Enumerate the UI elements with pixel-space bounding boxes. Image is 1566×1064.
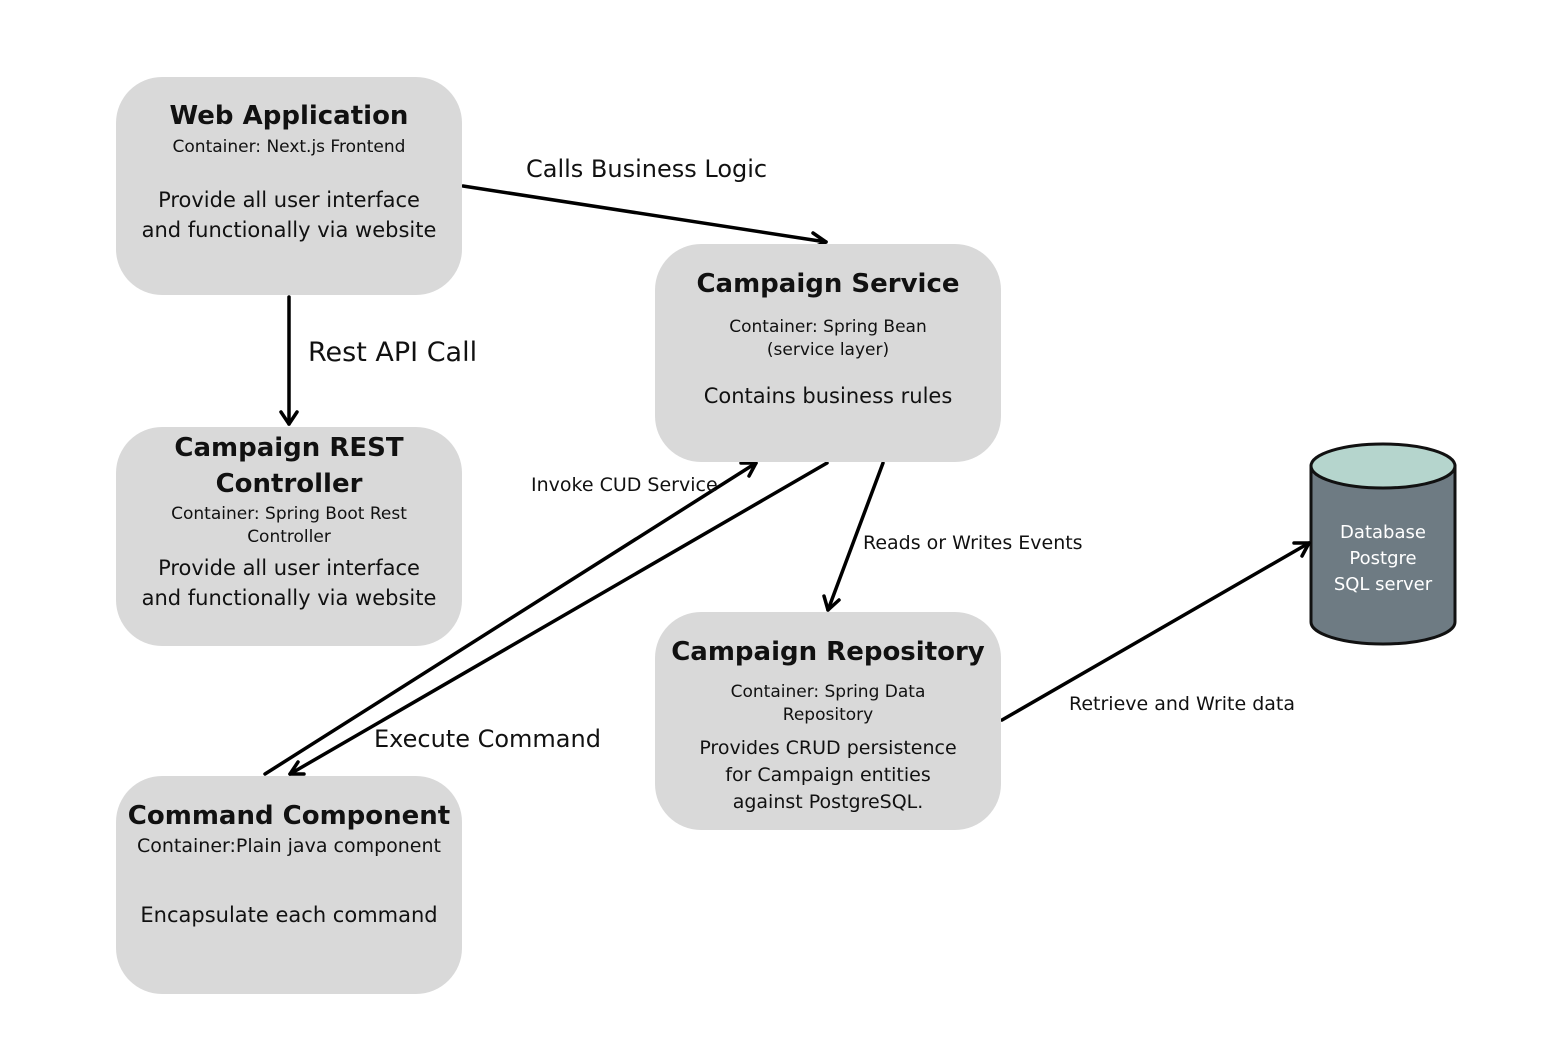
label-execute-command: Execute Command <box>374 725 601 753</box>
arrowhead-rest-api-call <box>279 410 299 426</box>
command-component-container: Container:Plain java component <box>137 835 441 857</box>
database-top <box>1309 442 1457 490</box>
command-component-title: Command Component <box>127 801 451 831</box>
campaign-service-node[interactable]: Campaign Service Container: Spring Bean … <box>655 244 1001 462</box>
arrow-execute-command <box>288 461 829 776</box>
label-invoke-cud-service: Invoke CUD Service <box>531 474 718 496</box>
arrow-invoke-cud-service <box>263 461 758 776</box>
campaign-repository-title: Campaign Repository <box>671 637 985 667</box>
label-rest-api-call: Rest API Call <box>308 337 478 368</box>
web-application-title: Web Application <box>169 101 409 131</box>
campaign-service-container: Container: Spring Bean (service layer) <box>729 317 927 360</box>
campaign-rest-controller-container: Container: Spring Boot Rest Controller <box>171 504 407 547</box>
arrowhead-reads-or-writes-events <box>822 594 841 612</box>
campaign-rest-controller-title: Campaign REST Controller <box>174 433 404 499</box>
database-label: Database Postgre SQL server <box>1333 522 1433 595</box>
database-body <box>1309 464 1457 646</box>
campaign-rest-controller-node[interactable]: Campaign REST Controller Container: Spri… <box>116 427 462 646</box>
database-cylinder <box>1309 442 1457 646</box>
web-application-container: Container: Next.js Frontend <box>172 137 406 157</box>
campaign-rest-controller-description: Provide all user interface and functiona… <box>141 556 437 610</box>
arrowhead-invoke-cud-service <box>739 461 758 478</box>
command-component-description: Encapsulate each command <box>140 903 438 927</box>
arrowhead-execute-command <box>288 760 306 776</box>
label-calls-business-logic: Calls Business Logic <box>526 155 768 183</box>
campaign-service-title: Campaign Service <box>696 269 960 299</box>
web-application-node[interactable]: Web Application Container: Next.js Front… <box>116 77 462 295</box>
label-reads-or-writes-events: Reads or Writes Events <box>863 532 1083 554</box>
arrowhead-retrieve-and-write-data <box>1292 541 1311 558</box>
campaign-repository-container: Container: Spring Data Repository <box>730 682 926 725</box>
arrow-reads-or-writes-events <box>826 461 885 612</box>
campaign-repository-node[interactable]: Campaign Repository Container: Spring Da… <box>655 612 1001 830</box>
arrow-retrieve-and-write-data <box>1000 541 1311 722</box>
label-retrieve-and-write-data: Retrieve and Write data <box>1069 693 1296 715</box>
campaign-repository-description: Provides CRUD persistence for Campaign e… <box>699 737 957 813</box>
arrow-calls-business-logic <box>461 184 828 244</box>
web-application-description: Provide all user interface and functiona… <box>141 188 437 242</box>
campaign-service-description: Contains business rules <box>703 384 953 408</box>
command-component-node[interactable]: Command Component Container:Plain java c… <box>116 776 462 994</box>
